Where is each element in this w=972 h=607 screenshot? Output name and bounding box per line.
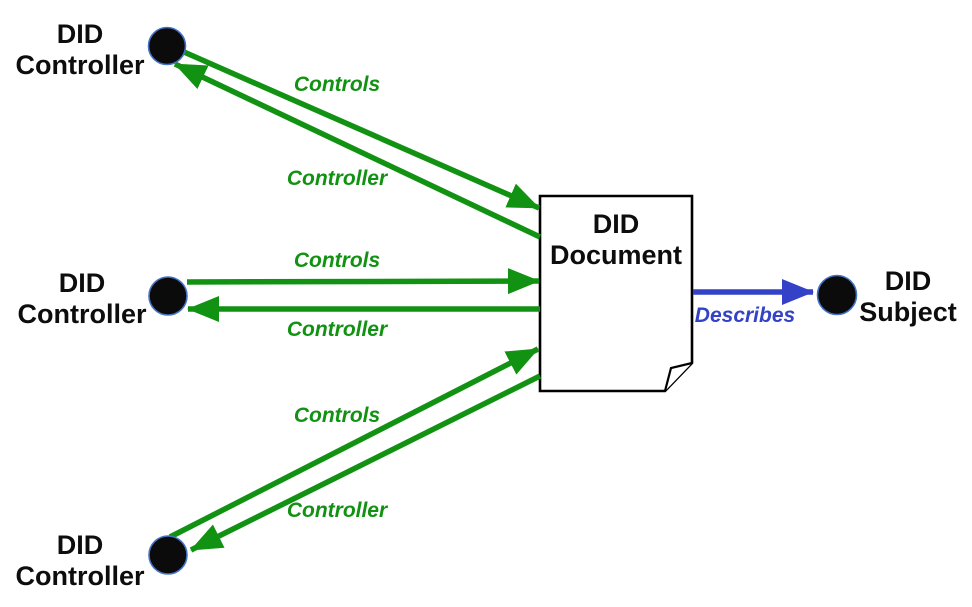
controls-arrow-top [182, 49, 541, 211]
did-subject-node [816, 274, 858, 316]
did-document-label: DID Document [549, 209, 682, 270]
controller-arrow-bottom [189, 373, 542, 553]
did-controller-top-node [147, 26, 187, 66]
did-controller-bottom-label: DID Controller [15, 530, 145, 591]
did-controller-bottom-node [148, 535, 188, 575]
controller-label-top: Controller [286, 167, 388, 190]
did-document-folded-corner [663, 361, 693, 392]
controls-arrow-middle [186, 268, 540, 295]
controls-label-top: Controls [293, 73, 381, 96]
controller-label-bottom: Controller [286, 499, 388, 522]
did-controller-middle-node [148, 276, 188, 316]
controller-arrow-top [173, 61, 542, 240]
did-subject-label: DID Subject [859, 266, 957, 327]
controls-label-middle: Controls [293, 249, 381, 272]
describes-label: Describes [694, 304, 796, 327]
did-controller-top-label: DID Controller [15, 19, 145, 80]
did-controller-middle-label: DID Controller [17, 268, 147, 329]
controls-label-bottom: Controls [293, 404, 381, 427]
controller-label-middle: Controller [286, 318, 388, 341]
controls-arrow-bottom [168, 346, 540, 540]
